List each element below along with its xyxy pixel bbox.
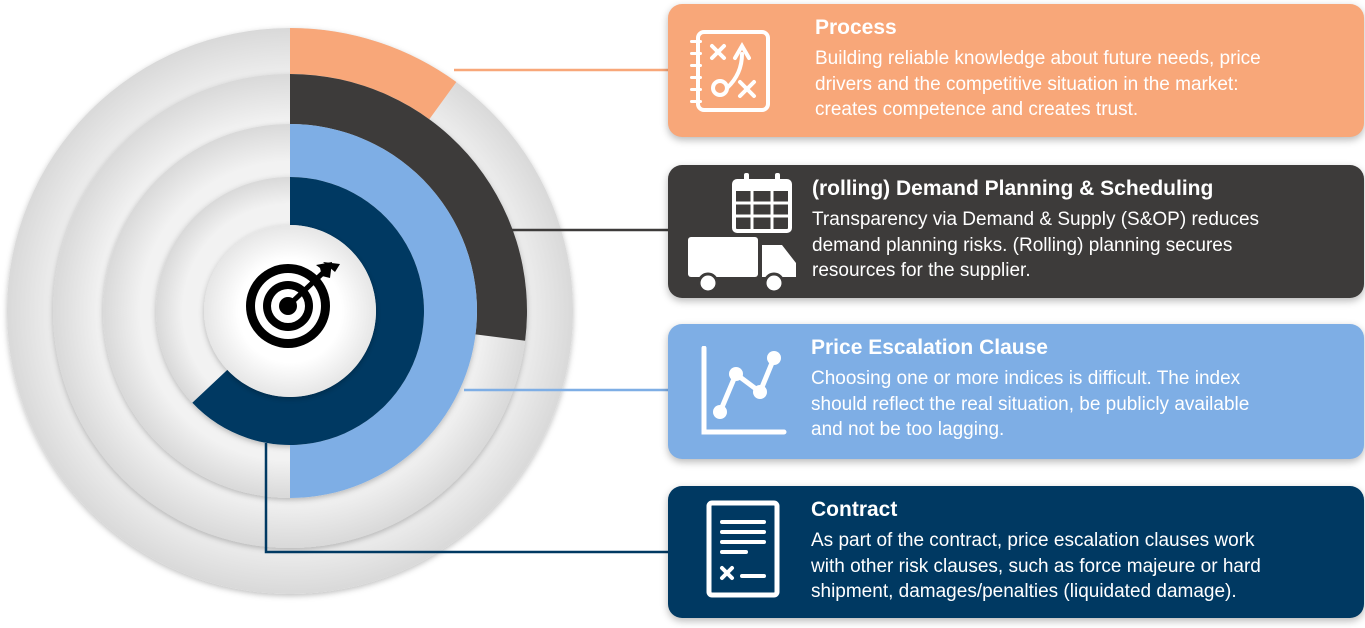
price-escalation-title: Price Escalation Clause (811, 336, 1048, 359)
center-hub (204, 225, 376, 397)
ring-arc-contract (192, 177, 424, 445)
process-line-1: Building reliable knowledge about future… (815, 48, 1261, 69)
contract-line-2: with other risk clauses, such as force m… (811, 555, 1261, 577)
demand-planning-title: (rolling) Demand Planning & Scheduling (812, 177, 1214, 200)
price-line-1: Choosing one or more indices is difficul… (811, 368, 1241, 389)
demand-planning-card: (rolling) Demand Planning & Scheduling T… (668, 165, 1364, 298)
ring-arc-process (290, 28, 457, 120)
demand-planning-description: Transparency via Demand & Supply (S&OP) … (812, 207, 1338, 284)
price-line-3: and not be too lagging. (811, 419, 1005, 440)
price-escalation-description: Choosing one or more indices is difficul… (811, 366, 1338, 443)
contract-line-1: As part of the contract, price escalatio… (811, 530, 1255, 551)
demand-line-3: resources for the supplier. (812, 260, 1031, 281)
line-chart-icon (701, 346, 787, 435)
contract-card: Contract As part of the contract, price … (668, 486, 1364, 618)
contract-document-icon (706, 500, 780, 598)
demand-line-2: demand planning risks. (Rolling) plannin… (812, 234, 1233, 256)
contract-title: Contract (811, 498, 898, 521)
truck-icon (688, 237, 796, 293)
demand-line-1: Transparency via Demand & Supply (S&OP) … (812, 209, 1260, 230)
calendar-icon (732, 173, 792, 233)
price-line-2: should reflect the real situation, be pu… (811, 393, 1250, 415)
process-card: Process Building reliable knowledge abou… (668, 4, 1364, 137)
contract-description: As part of the contract, price escalatio… (811, 528, 1338, 605)
process-title: Process (815, 16, 897, 39)
price-escalation-card: Price Escalation Clause Choosing one or … (668, 324, 1364, 459)
ring-arc-price (290, 124, 477, 498)
radial-progress-diagram (7, 28, 573, 594)
strategy-plan-icon (690, 30, 770, 112)
process-line-3: creates competence and creates trust. (815, 99, 1139, 120)
target-arrow-icon (246, 262, 340, 348)
process-line-2: drivers and the competitive situation in… (815, 73, 1239, 95)
calendar-truck-icon (688, 173, 796, 293)
contract-line-3: shipment, damages/penalties (liquidated … (811, 581, 1237, 602)
ring-arc-demand (290, 74, 527, 341)
process-description: Building reliable knowledge about future… (815, 46, 1338, 123)
